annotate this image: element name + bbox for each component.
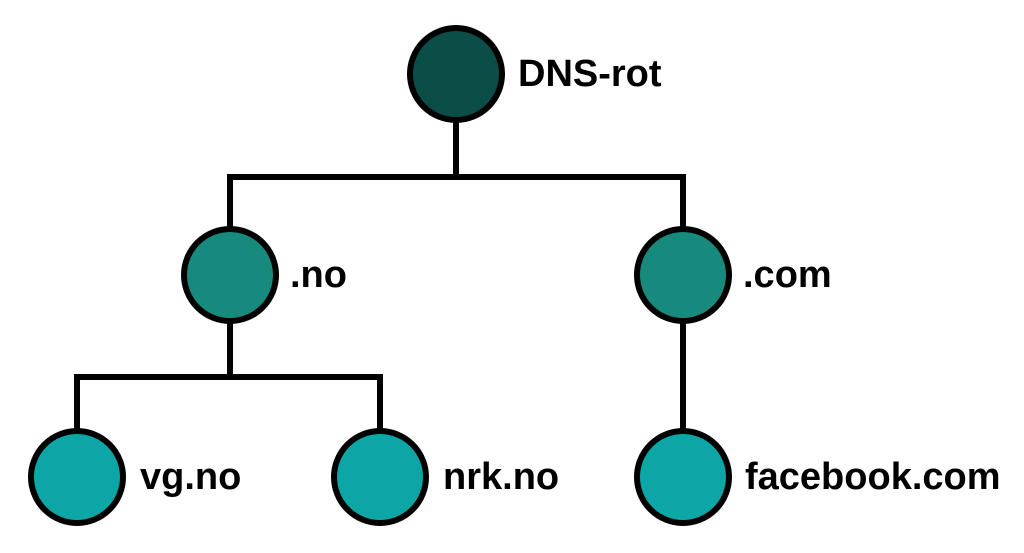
node-domain-facebookcom: facebook.com [634, 428, 1001, 526]
node-domain-vgno-label: vg.no [140, 456, 241, 498]
node-domain-facebookcom-circle [634, 428, 732, 526]
node-domain-nrkno-circle [331, 428, 429, 526]
node-tld-no: .no [181, 226, 347, 324]
node-domain-facebookcom-label: facebook.com [745, 456, 1001, 498]
node-dns-root-circle [407, 25, 505, 123]
node-tld-no-circle [181, 226, 279, 324]
node-domain-nrkno-label: nrk.no [443, 456, 559, 498]
node-tld-no-label: .no [290, 254, 347, 296]
node-dns-root: DNS-rot [407, 25, 662, 123]
node-domain-nrkno: nrk.no [331, 428, 559, 526]
node-tld-com-circle [634, 226, 732, 324]
node-domain-vgno: vg.no [28, 428, 241, 526]
edge-root-to-com [453, 174, 686, 235]
node-tld-com: .com [634, 226, 832, 324]
node-dns-root-label: DNS-rot [518, 53, 662, 95]
node-domain-vgno-circle [28, 428, 126, 526]
edge-no-to-nrkno [227, 374, 383, 435]
tree-edges [74, 115, 686, 435]
edge-no-to-vgno [74, 319, 233, 435]
edge-root-to-no [227, 115, 459, 235]
node-tld-com-label: .com [743, 254, 832, 296]
